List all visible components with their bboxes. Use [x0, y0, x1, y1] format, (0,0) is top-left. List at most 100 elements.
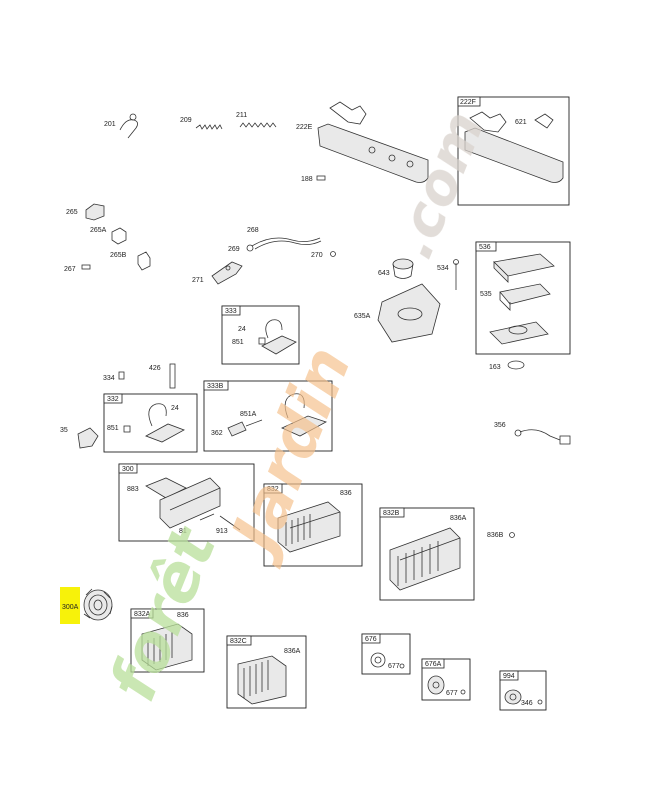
- watermark-text-b: Jardin: [214, 337, 366, 571]
- part-643-drawing: [392, 258, 414, 279]
- label-265A[interactable]: 265A: [90, 227, 107, 234]
- part-334-drawing: [118, 371, 125, 380]
- tag-333B: [203, 380, 229, 391]
- label-271[interactable]: 271: [192, 277, 204, 284]
- label-676[interactable]: 676: [365, 636, 377, 643]
- label-836A-a[interactable]: 836A: [450, 515, 467, 522]
- tag-300: [118, 463, 138, 474]
- part-676-drawing: [370, 652, 405, 669]
- label-265[interactable]: 265: [66, 209, 78, 216]
- label-209[interactable]: 209: [180, 117, 192, 124]
- part-201-drawing: [119, 113, 138, 139]
- tag-536: [475, 241, 497, 252]
- label-362[interactable]: 362: [211, 430, 223, 437]
- label-836-b[interactable]: 836: [177, 612, 189, 619]
- label-300[interactable]: 300: [122, 466, 134, 473]
- label-621[interactable]: 621: [515, 119, 527, 126]
- tag-333: [221, 305, 241, 316]
- label-356[interactable]: 356: [494, 422, 506, 429]
- label-851-b[interactable]: 851: [107, 425, 119, 432]
- label-676A[interactable]: 676A: [425, 661, 442, 668]
- label-913[interactable]: 913: [216, 528, 228, 535]
- watermark-text-a: forêt: [96, 517, 232, 711]
- part-300-drawing: [145, 477, 241, 531]
- label-201[interactable]: 201: [104, 121, 116, 128]
- part-265-drawing: [85, 203, 105, 221]
- frame-676A: [421, 658, 471, 701]
- label-211[interactable]: 211: [236, 112, 247, 119]
- label-222E[interactable]: 222E: [296, 124, 313, 131]
- part-832-drawing: [277, 501, 341, 553]
- part-836B-drawing: [509, 532, 515, 538]
- label-222F[interactable]: 222F: [460, 99, 476, 106]
- label-270[interactable]: 270: [311, 252, 323, 259]
- part-832B-drawing: [389, 527, 461, 591]
- frame-333: [221, 305, 300, 365]
- label-994[interactable]: 994: [503, 673, 515, 680]
- tag-332: [103, 393, 123, 404]
- label-677-a[interactable]: 677: [388, 663, 400, 670]
- part-333B-drawing: [227, 393, 328, 437]
- label-269[interactable]: 269: [228, 246, 240, 253]
- label-163[interactable]: 163: [489, 364, 501, 371]
- label-832C[interactable]: 832C: [230, 638, 247, 645]
- label-832[interactable]: 832: [267, 486, 279, 493]
- label-333B[interactable]: 333B: [207, 383, 224, 390]
- tag-676: [361, 633, 381, 644]
- label-334[interactable]: 334: [103, 375, 115, 382]
- frame-832: [263, 483, 363, 567]
- label-851A[interactable]: 851A: [240, 411, 257, 418]
- label-635A[interactable]: 635A: [354, 313, 371, 320]
- label-346[interactable]: 346: [521, 700, 533, 707]
- label-836B[interactable]: 836B: [487, 532, 504, 539]
- part-35-drawing: [77, 427, 99, 449]
- label-267[interactable]: 267: [64, 266, 76, 273]
- tag-832A: [130, 608, 154, 619]
- watermark: forêt Jardin .com: [96, 103, 497, 711]
- label-426[interactable]: 426: [149, 365, 161, 372]
- label-836-a[interactable]: 836: [340, 490, 352, 497]
- label-265B[interactable]: 265B: [110, 252, 127, 259]
- frame-333B: [203, 380, 333, 452]
- label-300A[interactable]: 300A: [62, 604, 79, 611]
- part-332-drawing: [123, 403, 185, 443]
- part-209-drawing: [195, 124, 223, 130]
- label-534[interactable]: 534: [437, 265, 449, 272]
- label-643[interactable]: 643: [378, 270, 390, 277]
- label-35[interactable]: 35: [60, 427, 68, 434]
- highlight-300A: [60, 587, 80, 624]
- part-222F-drawing: [464, 111, 564, 183]
- part-265A-drawing: [111, 227, 127, 245]
- frame-222F: [457, 96, 570, 206]
- tag-222F: [457, 96, 481, 107]
- tag-832C: [226, 635, 252, 646]
- label-832B[interactable]: 832B: [383, 510, 400, 517]
- label-677-b[interactable]: 677: [446, 690, 458, 697]
- part-300A-drawing: [83, 588, 113, 621]
- label-535[interactable]: 535: [480, 291, 492, 298]
- label-332[interactable]: 332: [107, 396, 119, 403]
- label-24-a[interactable]: 24: [238, 326, 246, 333]
- frame-332: [103, 393, 198, 453]
- label-81[interactable]: 81: [179, 528, 187, 535]
- label-333[interactable]: 333: [225, 308, 237, 315]
- part-356-drawing: [514, 429, 571, 445]
- part-994-drawing: [504, 689, 543, 705]
- label-188[interactable]: 188: [301, 176, 313, 183]
- frame-832B: [379, 507, 475, 601]
- label-268[interactable]: 268: [247, 227, 259, 234]
- part-832C-drawing: [237, 655, 287, 705]
- label-836A-b[interactable]: 836A: [284, 648, 301, 655]
- label-851-a[interactable]: 851: [232, 339, 244, 346]
- part-188-drawing: [316, 175, 326, 181]
- part-211-drawing: [239, 122, 277, 128]
- label-24-b[interactable]: 24: [171, 405, 179, 412]
- label-536[interactable]: 536: [479, 244, 491, 251]
- label-832A[interactable]: 832A: [134, 611, 151, 618]
- frame-832C: [226, 635, 307, 709]
- part-333-drawing: [258, 319, 297, 355]
- tag-832B: [379, 507, 405, 518]
- label-883[interactable]: 883: [127, 486, 139, 493]
- frame-676: [361, 633, 411, 675]
